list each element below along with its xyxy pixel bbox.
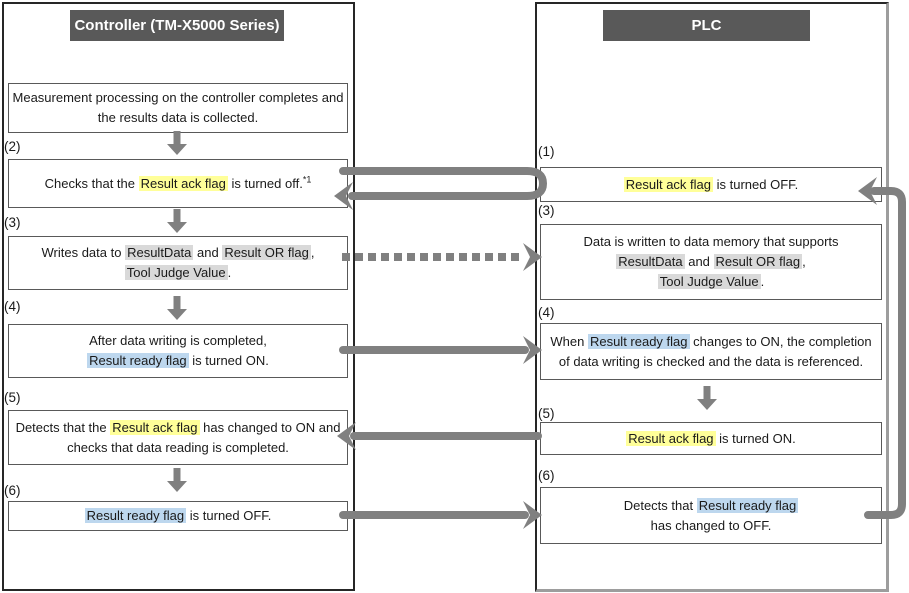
plc-step1-text: Result ack flag is turned OFF. [623, 176, 799, 192]
plc-step3-text: Data is written to data memory that supp… [583, 234, 839, 289]
controller-step2-label: (2) [4, 139, 21, 154]
plc-step4-text: When Result ready flag changes to ON, th… [550, 333, 872, 369]
plc-step4-label: (4) [538, 305, 555, 320]
controller-step5-text: Detects that the Result ack flag has cha… [15, 419, 341, 455]
controller-intro-box: Measurement processing on the controller… [8, 83, 348, 133]
plc-step1-label: (1) [538, 144, 555, 159]
controller-step6-label: (6) [4, 483, 21, 498]
plc-header: PLC [603, 10, 810, 41]
plc-step4-box: When Result ready flag changes to ON, th… [540, 323, 882, 380]
controller-step6-box: Result ready flag is turned OFF. [8, 501, 348, 531]
plc-step1-box: Result ack flag is turned OFF. [540, 167, 882, 202]
plc-step5-label: (5) [538, 406, 555, 421]
controller-step6-text: Result ready flag is turned OFF. [84, 508, 272, 523]
plc-step3-box: Data is written to data memory that supp… [540, 224, 882, 300]
controller-step4-label: (4) [4, 299, 21, 314]
controller-step5-box: Detects that the Result ack flag has cha… [8, 410, 348, 465]
controller-step2-text: Checks that the Result ack flag is turne… [44, 174, 312, 191]
controller-step5-label: (5) [4, 390, 21, 405]
controller-intro-text: Measurement processing on the controller… [12, 90, 344, 125]
plc-step5-text: Result ack flag is turned ON. [626, 430, 796, 446]
plc-step5-box: Result ack flag is turned ON. [540, 422, 882, 455]
plc-step6-label: (6) [538, 468, 555, 483]
controller-step2-box: Checks that the Result ack flag is turne… [8, 159, 348, 208]
controller-header: Controller (TM-X5000 Series) [70, 10, 284, 41]
controller-step4-text: After data writing is completed,Result r… [87, 333, 269, 368]
controller-step3-label: (3) [4, 215, 21, 230]
plc-step3-label: (3) [538, 203, 555, 218]
controller-step3-text: Writes data to ResultData and Result OR … [41, 245, 315, 280]
controller-step4-box: After data writing is completed,Result r… [8, 324, 348, 378]
check-ack-flag-hairpin-arrow [339, 167, 548, 200]
controller-step3-box: Writes data to ResultData and Result OR … [8, 236, 348, 290]
